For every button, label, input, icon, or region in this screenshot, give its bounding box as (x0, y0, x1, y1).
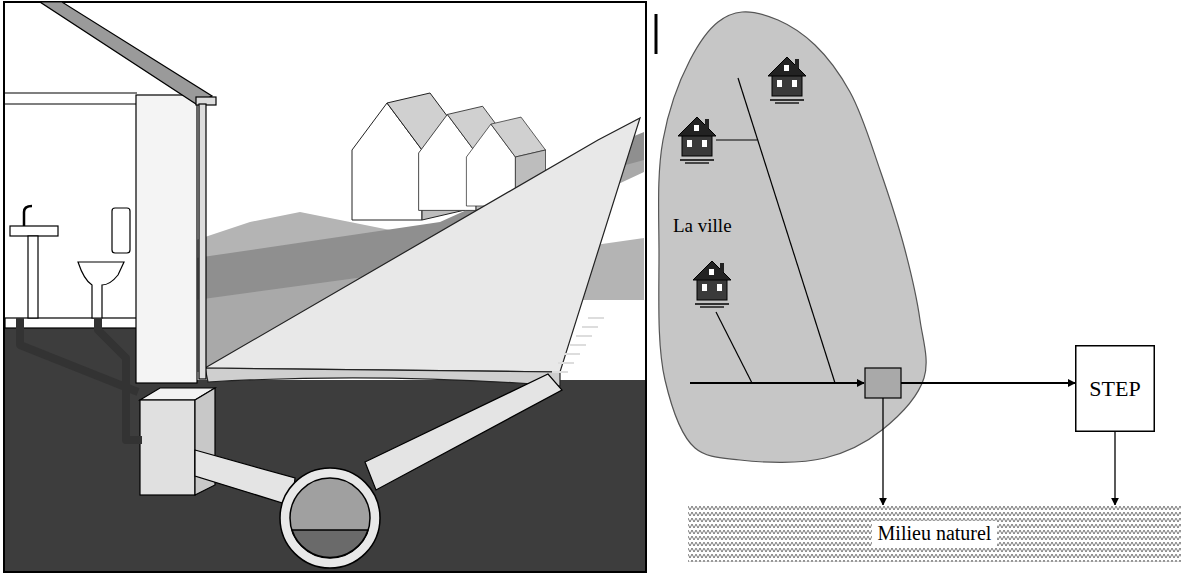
house-icon (792, 80, 797, 87)
street-drain (564, 353, 580, 355)
house-icon (705, 119, 709, 128)
street-drain (558, 362, 574, 364)
house-icon (697, 278, 727, 300)
sewer-pipe (290, 478, 370, 558)
house-icon (720, 263, 724, 272)
house-icon (682, 134, 712, 156)
street-drain (588, 317, 604, 319)
house-icon (709, 269, 714, 275)
house-icon (685, 162, 709, 163)
outflow-line (901, 382, 928, 384)
panel-frame (4, 2, 646, 572)
toilet (78, 262, 124, 318)
street-drain (552, 318, 604, 372)
drain-pipe (365, 374, 562, 490)
sewer-line (716, 139, 757, 140)
house-wall (40, 2, 212, 383)
house-icon (695, 303, 729, 304)
connection-pipe (195, 450, 295, 506)
hatched-ground (688, 505, 1181, 562)
washbasin (10, 226, 58, 236)
house-interior (5, 92, 137, 93)
house-icon (784, 65, 789, 71)
house-icon (687, 140, 692, 147)
house-icon (772, 74, 802, 96)
soil (5, 380, 645, 571)
sewer-pipe (280, 468, 380, 568)
house-icon (777, 80, 782, 87)
sewer-line (716, 312, 752, 383)
node-label: Milieu naturel (872, 521, 998, 546)
treatment-plant-box: STEP (1075, 345, 1155, 432)
plant-border (1076, 346, 1155, 432)
road (205, 118, 640, 386)
flow-arrow (1114, 432, 1115, 505)
flow-arrow (882, 465, 883, 505)
natural-environment-band: Milieu naturel (688, 505, 1181, 562)
waste-pipes (20, 318, 142, 440)
house-icon (768, 57, 806, 103)
house-icon (717, 284, 722, 291)
node-label: La ville (673, 215, 732, 237)
washbasin (24, 206, 32, 226)
overflow-chamber (865, 368, 901, 398)
house-icon (693, 261, 731, 307)
road (205, 118, 640, 372)
sewer-pipe (280, 468, 380, 568)
scan-mark (656, 14, 657, 54)
waste-pipes (98, 318, 142, 440)
house-icon (770, 99, 804, 100)
rain-gutter (196, 97, 216, 379)
sewer-pipe (292, 530, 368, 558)
house-icon (702, 284, 707, 291)
house-icon (700, 306, 724, 307)
house-icon (680, 159, 714, 160)
inflow-arrow (690, 382, 864, 384)
washbasin (10, 206, 58, 318)
washbasin (28, 236, 38, 318)
node-label: STEP (1089, 376, 1140, 401)
house-interior (5, 103, 137, 104)
city-outline (659, 12, 927, 462)
street-drain (552, 371, 568, 373)
drain-pipe (365, 374, 562, 490)
flow-arrow (928, 382, 1075, 384)
house-icon (693, 261, 731, 280)
house-icon (775, 102, 799, 103)
house-icon (795, 59, 799, 68)
street-drain (576, 335, 592, 337)
house-interior (5, 318, 137, 328)
connection-pipe (195, 450, 295, 506)
city-region-outline (655, 10, 928, 465)
overflow-line (882, 398, 883, 465)
sewer-line (738, 78, 835, 383)
house-icon (694, 125, 699, 131)
house-wall (40, 2, 212, 104)
toilet (78, 208, 130, 318)
city-region: La ville (655, 10, 928, 465)
house-icon (702, 140, 707, 147)
panel-frame (4, 2, 646, 572)
road (205, 368, 560, 386)
scan-mark (655, 14, 658, 54)
street-drain (570, 344, 586, 346)
house-icon (768, 57, 806, 76)
street-drain (582, 326, 598, 328)
rain-gutter (199, 104, 206, 379)
house-wall (136, 95, 197, 383)
house-icon (678, 117, 716, 136)
toilet (112, 208, 130, 253)
inspection-box (140, 400, 195, 495)
house-icon (678, 117, 716, 163)
